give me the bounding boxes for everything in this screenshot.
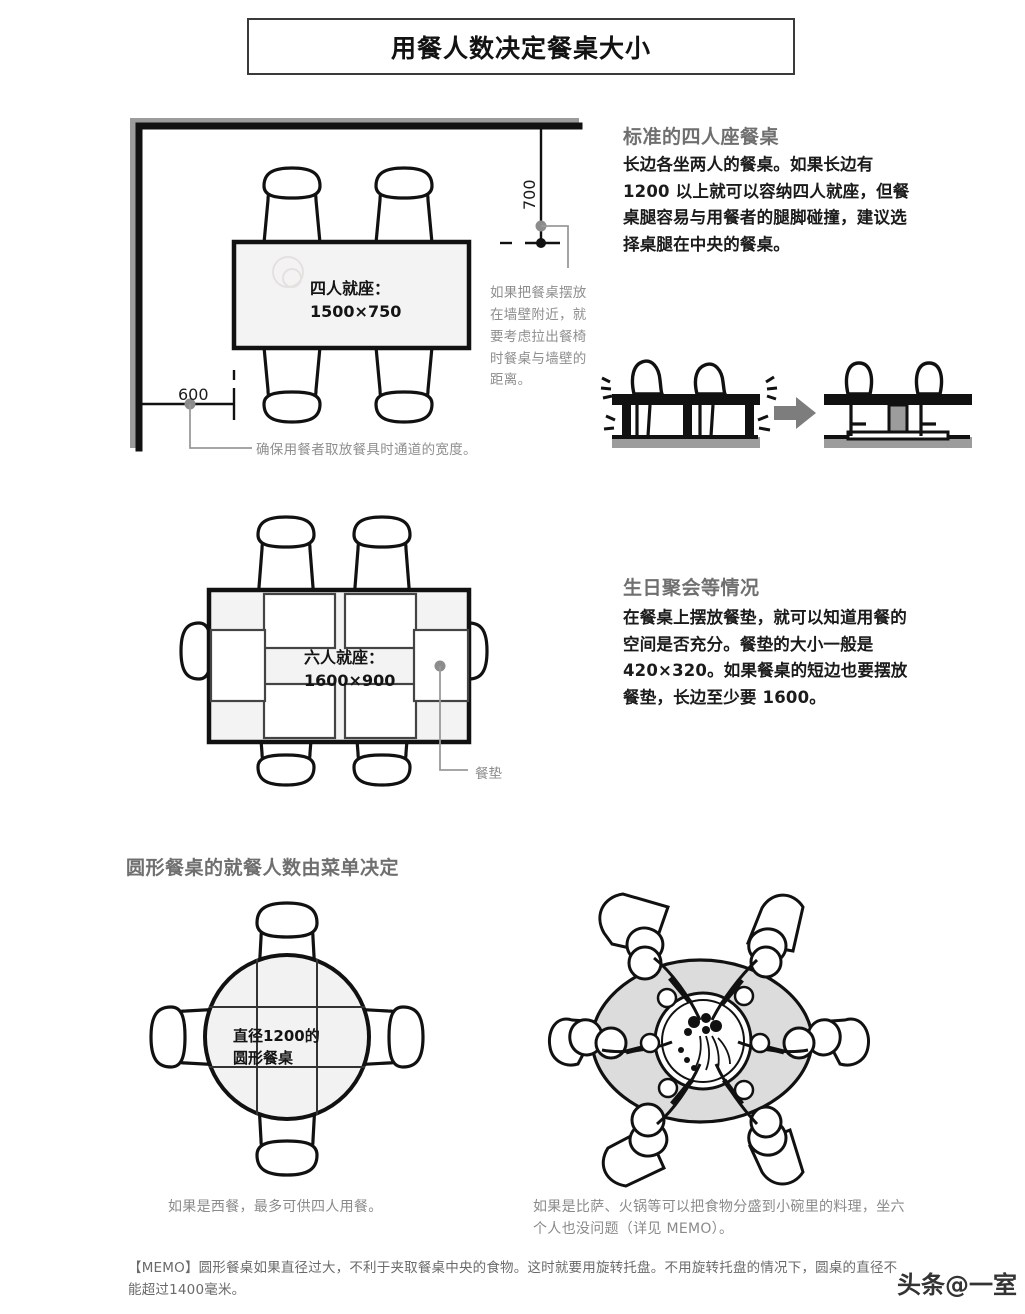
dim-point-700 — [536, 238, 546, 248]
person-2 — [710, 927, 788, 1021]
placemat-bottom-left — [262, 682, 337, 740]
center-dish-food — [678, 1013, 722, 1071]
page-title-box: 用餐人数决定餐桌大小 — [247, 18, 795, 75]
chair-round-right — [314, 1005, 425, 1069]
floor-left — [612, 437, 760, 448]
chair-bottom-right — [374, 345, 434, 424]
placemat-bottom-right — [343, 682, 418, 740]
person-5 — [628, 1063, 702, 1158]
six-seat-table-label-line1: 六人就座： — [304, 648, 385, 667]
individual-bowls — [639, 985, 771, 1101]
chair-six-bottom-left — [256, 700, 316, 787]
table-leg-left-c — [745, 405, 754, 438]
leader-line-700 — [541, 225, 569, 268]
placemat-right — [412, 628, 470, 703]
person-3 — [568, 1018, 673, 1060]
leader-dot-placemat — [434, 660, 446, 672]
placemat-left — [209, 628, 267, 703]
person-right-a — [844, 361, 874, 436]
chair-round-top — [255, 901, 319, 1012]
tabletop-right — [824, 394, 972, 405]
person-left-a — [630, 359, 665, 437]
chair-six-top-left — [256, 515, 316, 602]
arrow-icon — [774, 397, 816, 429]
round-table-people — [590, 958, 814, 1124]
chair-six-top-right — [352, 515, 412, 602]
placemat-top-left — [262, 592, 337, 650]
placemat-top-right — [343, 592, 418, 650]
leader-line-placemat — [439, 666, 468, 771]
six-people-round-table-illustration — [547, 892, 871, 1188]
impact-marks-left — [600, 375, 778, 432]
person-4 — [737, 1018, 842, 1060]
page-title: 用餐人数决定餐桌大小 — [390, 33, 651, 63]
note-wall-distance: 如果把餐桌摆放在墙壁附近，就要考虑拉出餐椅时餐桌与墙壁的距离。 — [490, 285, 587, 389]
chair-six-right — [411, 621, 489, 681]
note-aisle-width: 确保用餐者取放餐具时通道的宽度。 — [256, 442, 477, 458]
round-caption-left: 如果是西餐，最多可供四人用餐。 — [168, 1199, 383, 1215]
table-leg-left-a — [622, 405, 631, 438]
chair-top-left — [262, 166, 322, 245]
four-seat-body: 长边各坐两人的餐桌。如果长边有 1200 以上就可以容纳四人就座，但餐桌腿容易与… — [623, 155, 910, 255]
person-left-b — [693, 362, 728, 437]
four-seat-table-label-line2: 1500×750 — [310, 302, 402, 321]
print-showthrough — [272, 256, 304, 288]
four-seat-table-label-line1: 四人就座： — [310, 279, 391, 298]
chair-round-bottom — [255, 1066, 319, 1177]
six-seat-body: 在餐桌上摆放餐垫，就可以知道用餐的空间是否充分。餐垫的大小一般是 420×320… — [623, 608, 908, 708]
people-six — [568, 926, 842, 1158]
round-table-label-line1: 直径1200的 — [233, 1027, 320, 1045]
person-right-b — [914, 361, 944, 436]
placemat-label: 餐垫 — [475, 766, 502, 782]
round-caption-right: 如果是比萨、火锅等可以把食物分盛到小碗里的料理，坐六个人也没问题（详见 MEMO… — [533, 1199, 905, 1238]
chair-bottom-left — [262, 345, 322, 424]
tabletop-left — [612, 394, 760, 405]
round-table-heading: 圆形餐桌的就餐人数由菜单决定 — [126, 857, 400, 879]
pedestal-base — [846, 430, 950, 441]
leader-line-600 — [189, 404, 252, 449]
memo-note: 【MEMO】圆形餐桌如果直径过大，不利于夹取餐桌中央的食物。这时就要用旋转托盘。… — [128, 1260, 898, 1298]
center-dish — [653, 991, 753, 1091]
table-pedestal — [887, 403, 909, 440]
watermark-text: 头条@一室 — [897, 1271, 1017, 1299]
leader-dot-700 — [535, 220, 547, 232]
center-dish-noodles — [693, 1035, 731, 1071]
chair-top-right — [374, 166, 434, 245]
round-table-label-line2: 圆形餐桌 — [233, 1049, 294, 1067]
four-seat-heading: 标准的四人座餐桌 — [623, 126, 780, 148]
person-1 — [625, 926, 702, 1021]
wall-shadow-left — [130, 118, 139, 448]
chair-six-bottom-right — [352, 700, 412, 787]
six-seat-table-label-line2: 1600×900 — [304, 671, 396, 690]
dimension-700: 700 — [520, 179, 539, 210]
dimension-600: 600 — [178, 385, 209, 404]
table-leg-left-b — [683, 405, 692, 438]
six-seat-heading: 生日聚会等情况 — [623, 577, 760, 599]
watermark: 头条@一室 — [897, 1265, 1017, 1300]
wall-shadow-top — [139, 118, 579, 126]
center-dish-rim — [661, 999, 745, 1083]
chairs-six-around — [547, 892, 871, 1188]
leg-clearance-illustration — [600, 359, 972, 448]
floor-right — [824, 437, 972, 448]
person-6 — [714, 1063, 788, 1157]
chair-six-left — [179, 621, 257, 681]
